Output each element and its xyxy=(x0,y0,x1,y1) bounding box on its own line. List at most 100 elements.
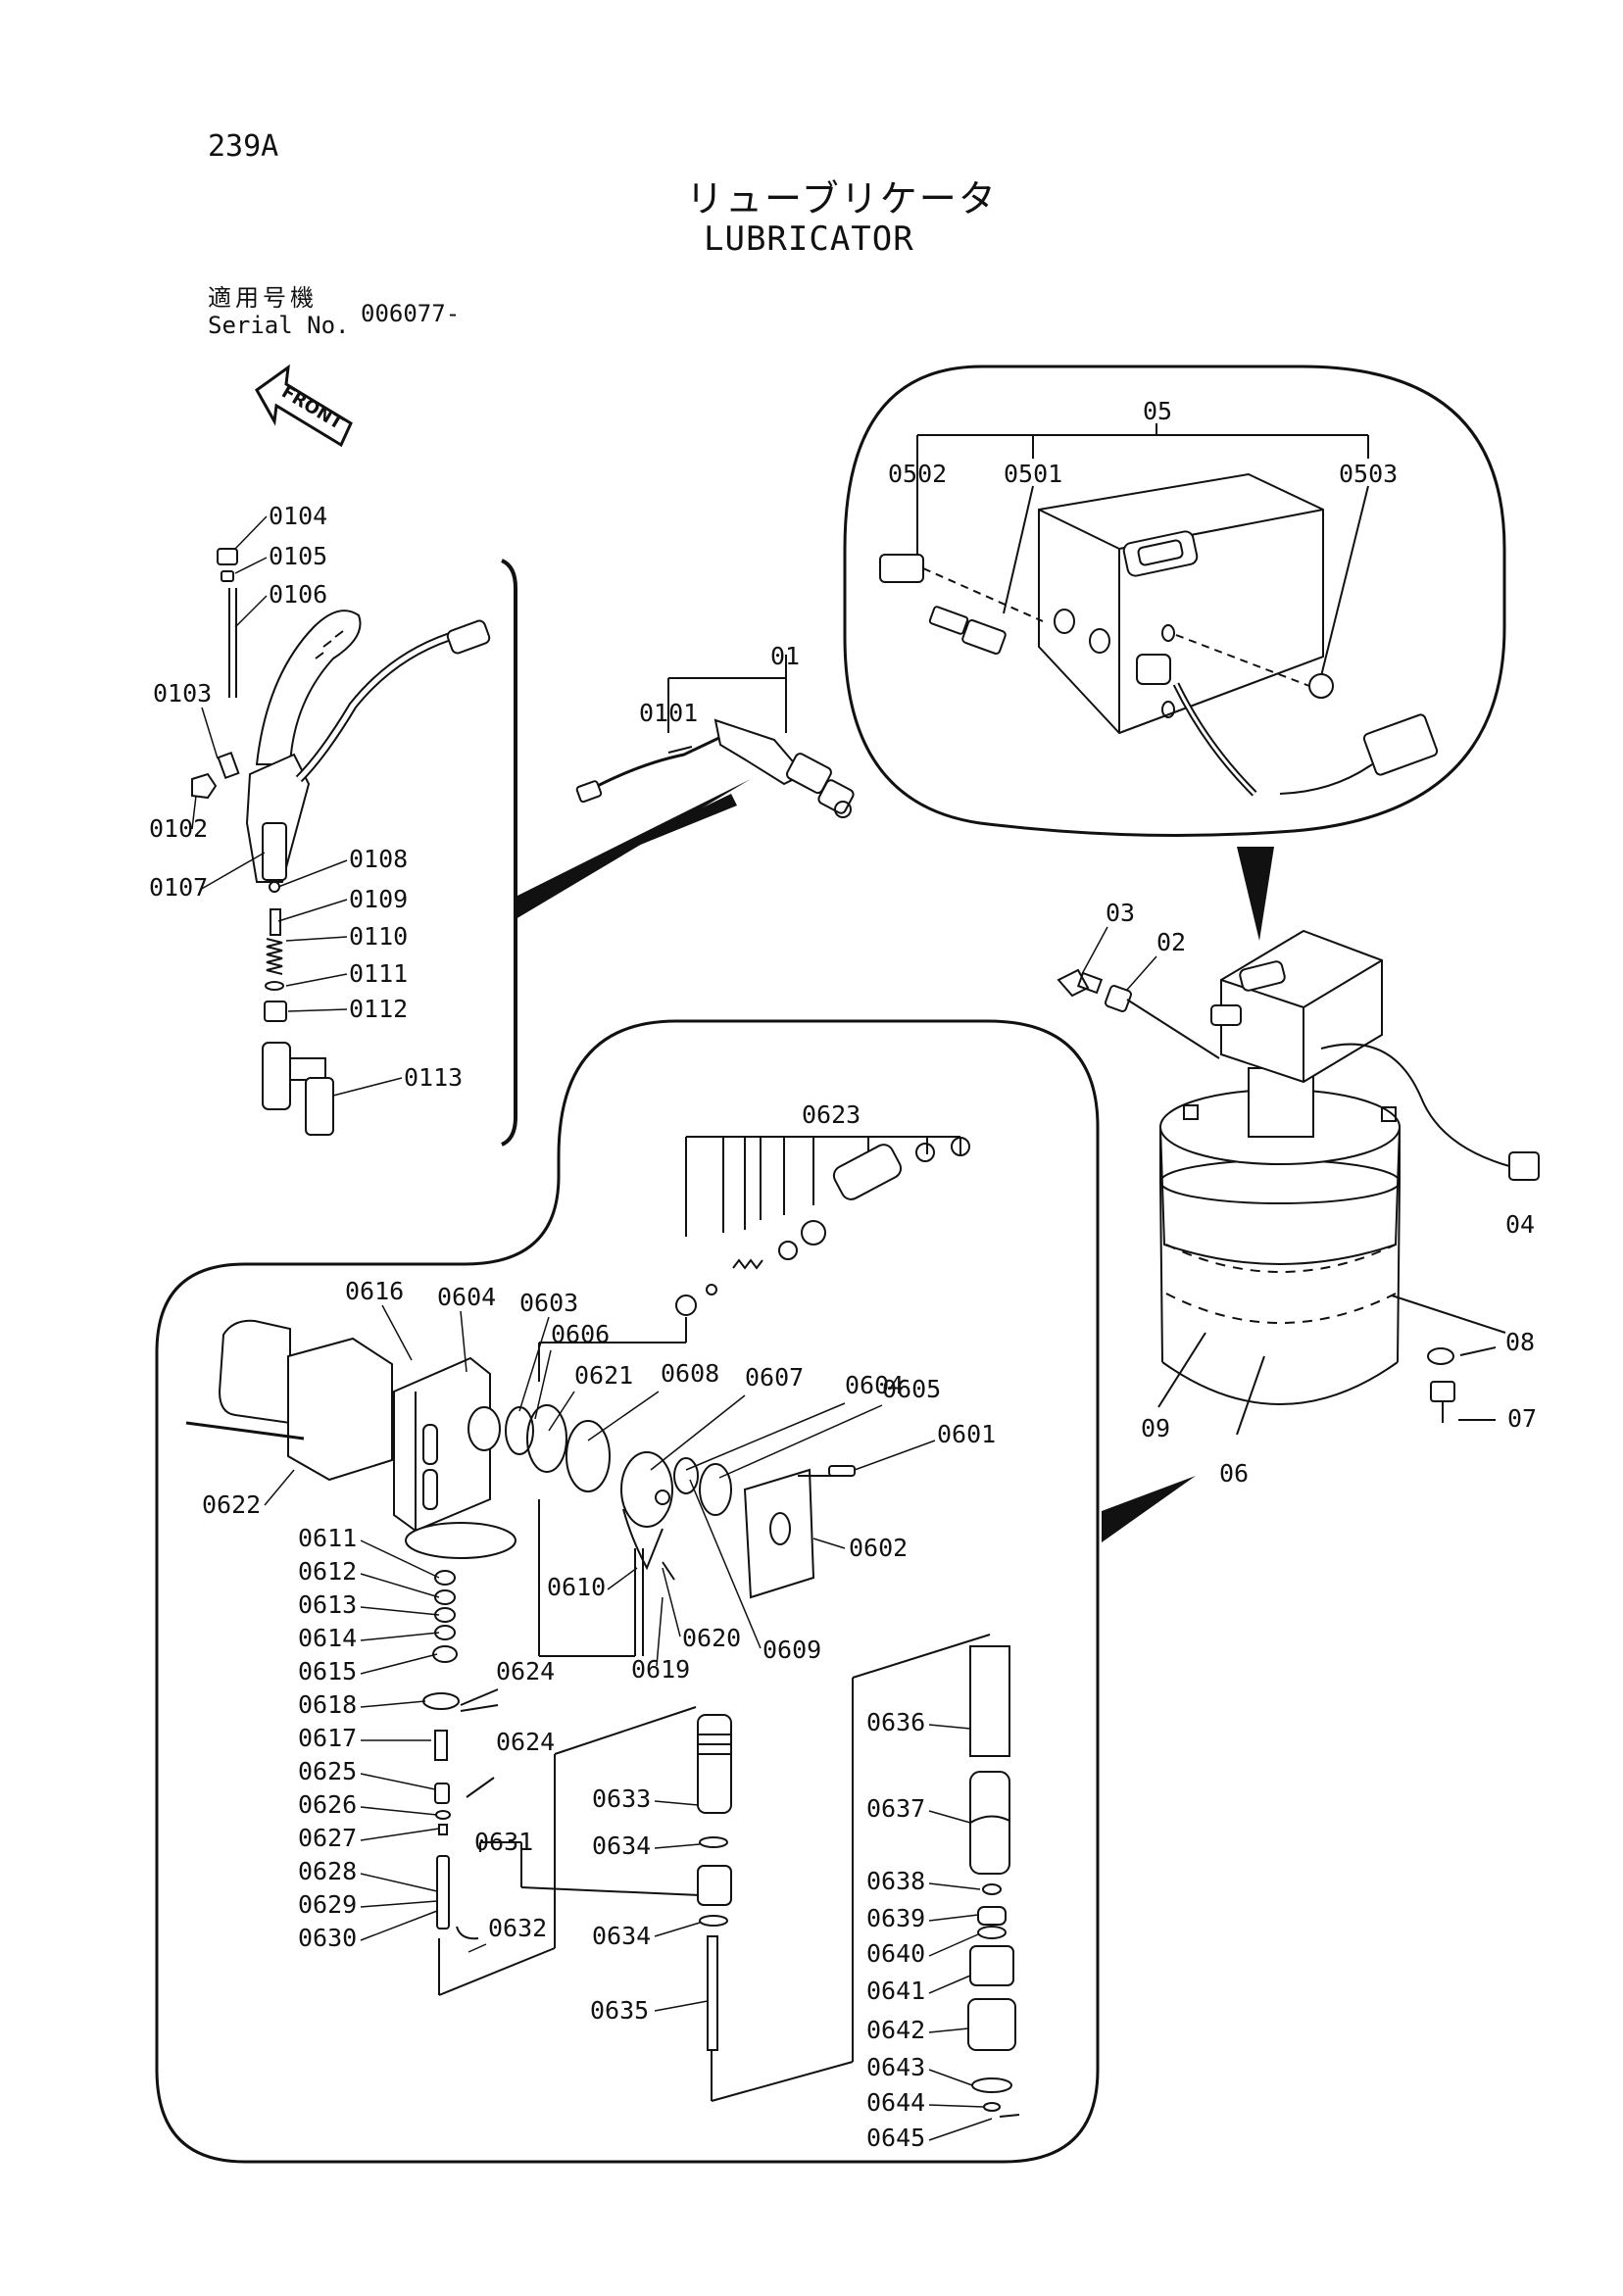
part-label-0634: 0634 xyxy=(592,1922,651,1950)
leader-line xyxy=(928,1975,971,1994)
leader-line xyxy=(685,1402,846,1471)
part-label-0610: 0610 xyxy=(547,1573,606,1601)
pump-internals xyxy=(185,1136,1020,2118)
leader-line xyxy=(534,1349,552,1420)
part-label-0635: 0635 xyxy=(590,1996,649,2025)
title-english: LUBRICATOR xyxy=(704,220,914,259)
part-label-0104: 0104 xyxy=(269,502,327,530)
serial-label-english: Serial No. xyxy=(208,312,350,339)
leader-line xyxy=(287,1008,348,1012)
leader-line xyxy=(607,1567,638,1590)
leader-line xyxy=(360,1653,438,1675)
leader-line xyxy=(928,1724,971,1730)
bracket-grease-gun xyxy=(501,559,751,1147)
part-label-0617: 0617 xyxy=(298,1724,357,1752)
part-label-0113: 0113 xyxy=(404,1063,463,1092)
part-label-0638: 0638 xyxy=(866,1867,925,1895)
leader-line xyxy=(654,2000,709,2012)
leader-line xyxy=(928,1933,979,1957)
part-label-0108: 0108 xyxy=(349,845,408,873)
leader-line xyxy=(654,1922,701,1937)
pump-tank-assembly xyxy=(1057,929,1540,1436)
leader-line xyxy=(854,1440,936,1471)
leader-line xyxy=(277,859,348,888)
part-label-0616: 0616 xyxy=(345,1277,404,1305)
leader-line xyxy=(360,1806,438,1816)
leader-line xyxy=(1081,926,1108,975)
leader-line xyxy=(360,1573,440,1598)
leader-line xyxy=(234,595,268,628)
leader-line xyxy=(360,1873,438,1892)
leader-line xyxy=(654,1800,699,1806)
part-label-0611: 0611 xyxy=(298,1524,357,1552)
leader-line xyxy=(928,2104,985,2108)
leader-line xyxy=(928,1810,971,1824)
part-label-0605: 0605 xyxy=(882,1375,941,1403)
leader-line xyxy=(928,1914,979,1922)
leader-line xyxy=(234,557,268,574)
part-label-0112: 0112 xyxy=(349,995,408,1023)
part-label-0109: 0109 xyxy=(349,885,408,913)
leader-lines xyxy=(191,515,1157,2141)
serial-label-japanese: 適用号機 xyxy=(208,284,318,312)
part-label-0604: 0604 xyxy=(845,1371,904,1399)
part-label-0501: 0501 xyxy=(1004,460,1062,488)
part-label-0620: 0620 xyxy=(682,1624,741,1652)
part-label-0612: 0612 xyxy=(298,1557,357,1586)
part-label-0645: 0645 xyxy=(866,2124,925,2152)
part-label-0641: 0641 xyxy=(866,1977,925,2005)
leader-line xyxy=(928,2027,969,2033)
part-label-0624: 0624 xyxy=(496,1728,555,1756)
part-label-0618: 0618 xyxy=(298,1690,357,1719)
leader-line xyxy=(332,1077,403,1097)
part-label-0631: 0631 xyxy=(474,1828,533,1856)
part-label-0101: 0101 xyxy=(639,699,698,727)
part-label-04: 04 xyxy=(1505,1210,1535,1239)
part-label-0613: 0613 xyxy=(298,1590,357,1619)
serial-value: 006077- xyxy=(361,300,461,327)
part-label-0644: 0644 xyxy=(866,2088,925,2117)
leader-line xyxy=(928,1882,981,1890)
leader-line xyxy=(360,1828,440,1841)
part-label-0634: 0634 xyxy=(592,1832,651,1860)
part-label-01: 01 xyxy=(770,642,800,670)
leader-line xyxy=(199,852,266,891)
leader-line xyxy=(928,2118,993,2141)
leader-line xyxy=(360,1632,440,1641)
part-label-02: 02 xyxy=(1156,928,1186,956)
leader-line xyxy=(689,1479,762,1649)
leader-line xyxy=(587,1391,660,1441)
leader-line xyxy=(264,1469,295,1506)
leader-line xyxy=(656,1596,664,1667)
leader-line xyxy=(285,936,348,942)
part-label-0105: 0105 xyxy=(269,542,327,570)
part-label-09: 09 xyxy=(1141,1414,1170,1442)
leader-line xyxy=(467,1943,487,1953)
leader-line xyxy=(650,1394,746,1471)
part-label-0608: 0608 xyxy=(661,1359,719,1388)
part-label-0614: 0614 xyxy=(298,1624,357,1652)
leader-line xyxy=(718,1404,883,1479)
part-label-0633: 0633 xyxy=(592,1784,651,1813)
part-label-0111: 0111 xyxy=(349,959,408,988)
leader-line xyxy=(234,515,268,550)
part-label-0110: 0110 xyxy=(349,922,408,951)
part-label-0636: 0636 xyxy=(866,1708,925,1736)
part-label-0102: 0102 xyxy=(149,814,208,843)
part-label-0626: 0626 xyxy=(298,1790,357,1819)
page-number: 239A xyxy=(208,129,279,164)
leader-line xyxy=(1126,955,1157,991)
part-label-0632: 0632 xyxy=(488,1914,547,1942)
part-label-0643: 0643 xyxy=(866,2053,925,2081)
leader-line xyxy=(360,1773,436,1790)
leader-line xyxy=(812,1538,846,1549)
part-label-0630: 0630 xyxy=(298,1924,357,1952)
part-label-0106: 0106 xyxy=(269,580,327,609)
part-label-0623: 0623 xyxy=(802,1100,861,1129)
part-label-0637: 0637 xyxy=(866,1794,925,1823)
grease-gun-parts xyxy=(191,548,491,1136)
part-label-0604: 0604 xyxy=(437,1283,496,1311)
leader-line xyxy=(360,1539,440,1579)
